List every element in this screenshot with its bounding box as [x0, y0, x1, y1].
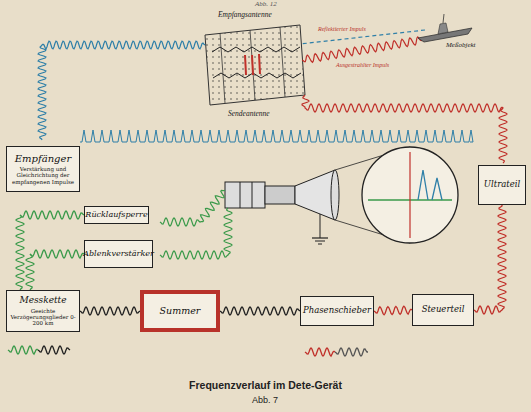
- deflection-signal: [160, 208, 232, 259]
- part-name: Meßobjekt: [446, 42, 476, 50]
- figure-number: Abb. 7: [252, 396, 278, 406]
- antenna-array: [205, 25, 305, 105]
- unit-box: MessketteGeeichte Verzögerungsglieder 0-…: [6, 290, 80, 332]
- sample-wave: [335, 348, 368, 356]
- sample-wave: [38, 346, 70, 354]
- receive-signal: [38, 41, 205, 140]
- pulse-train: [80, 130, 473, 142]
- sample-wave: [8, 346, 38, 354]
- unit-title: Empfänger: [15, 153, 71, 164]
- crt-tube: [225, 147, 458, 244]
- unit-note: Geeichte Verzögerungsglieder 0-200 km: [10, 308, 76, 326]
- figure-caption: Frequenzverlauf im Dete-Gerät: [0, 380, 531, 392]
- part-name: Sendeantenne: [228, 110, 270, 118]
- part-name: Ausgestrahlter Impuls: [336, 62, 389, 69]
- unit-box: Ultrateil: [478, 165, 526, 205]
- unit-title: Summer: [160, 306, 201, 316]
- unit-title: Phasenschieber: [303, 306, 371, 315]
- part-name: Reflektierter Impuls: [318, 26, 366, 33]
- unit-title: Messkette: [19, 296, 66, 306]
- unit-box: Summer: [140, 290, 220, 332]
- figure-number: Abb. 12: [255, 1, 277, 9]
- emitted-beam: [302, 37, 422, 62]
- unit-title: Steuerteil: [422, 305, 465, 314]
- signal-connector: [220, 307, 300, 315]
- signal-connector: [16, 211, 84, 290]
- reflected-beam: [300, 30, 425, 44]
- target-ship: [418, 14, 472, 42]
- unit-title: Ablenkverstärker: [83, 250, 154, 259]
- unit-note: Verstärkung und Gleichrichtung der empfa…: [10, 166, 76, 184]
- signal-connector: [80, 307, 140, 315]
- unit-title: Ultrateil: [484, 180, 520, 189]
- unit-box: Steuerteil: [412, 294, 474, 326]
- signal-connector: [374, 306, 412, 315]
- unit-box: Rücklaufsperre: [84, 206, 149, 224]
- unit-box: Phasenschieber: [300, 296, 374, 326]
- part-name: Empfangsantenne: [218, 11, 272, 19]
- unit-box: EmpfängerVerstärkung und Gleichrichtung …: [6, 146, 80, 192]
- sweep-signal: [160, 190, 225, 226]
- signal-connector: [26, 250, 84, 290]
- signal-connector: [474, 205, 506, 314]
- unit-box: Ablenkverstärker: [84, 240, 153, 268]
- unit-title: Rücklaufsperre: [85, 211, 147, 220]
- sample-wave: [305, 348, 335, 356]
